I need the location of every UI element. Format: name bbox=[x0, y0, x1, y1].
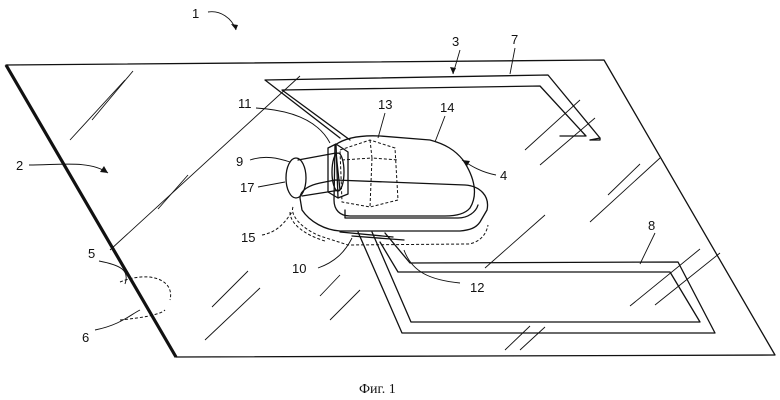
figure-caption: Фиг. 1 bbox=[359, 382, 396, 397]
label-3: 3 bbox=[452, 34, 459, 49]
label-10: 10 bbox=[292, 261, 306, 276]
label-12: 12 bbox=[470, 280, 484, 295]
label-17: 17 bbox=[240, 180, 254, 195]
label-13: 13 bbox=[378, 97, 392, 112]
label-7: 7 bbox=[511, 32, 518, 47]
lead-lines bbox=[29, 12, 655, 330]
label-8: 8 bbox=[648, 218, 655, 233]
label-5: 5 bbox=[88, 246, 95, 261]
housing-body bbox=[334, 136, 478, 218]
reference-numerals: 1 2 3 4 5 6 7 8 9 10 11 12 13 14 15 17 bbox=[16, 6, 655, 345]
label-14: 14 bbox=[440, 100, 454, 115]
label-11: 11 bbox=[238, 96, 252, 111]
label-2: 2 bbox=[16, 158, 23, 173]
upper-conductor-7 bbox=[265, 75, 600, 140]
label-1: 1 bbox=[192, 6, 199, 21]
glass-reflections bbox=[70, 71, 720, 350]
lower-conductor-8 bbox=[358, 232, 715, 333]
base-plate bbox=[290, 180, 488, 245]
label-6: 6 bbox=[82, 330, 89, 345]
label-9: 9 bbox=[236, 154, 243, 169]
internal-module-13 bbox=[340, 140, 398, 207]
label-4: 4 bbox=[500, 168, 507, 183]
label-15: 15 bbox=[241, 230, 255, 245]
